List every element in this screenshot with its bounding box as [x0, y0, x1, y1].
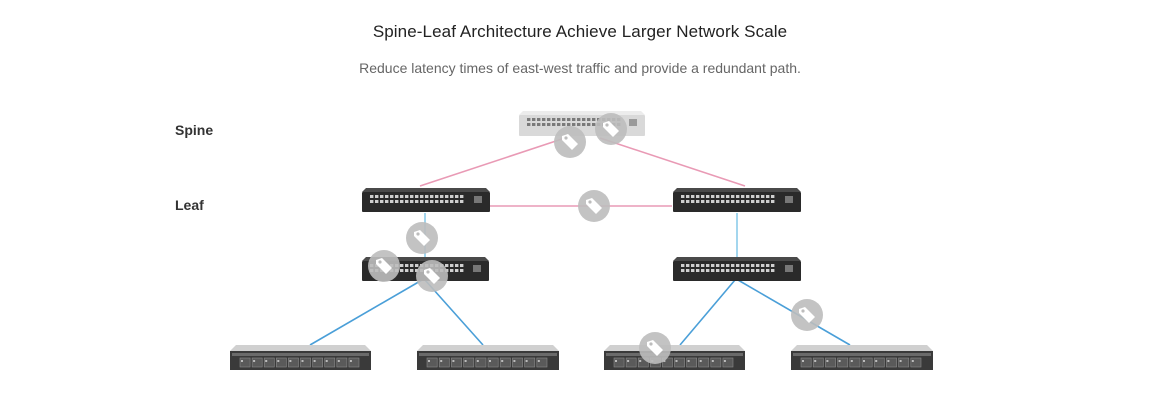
diagram-subtitle: Reduce latency times of east-west traffi…: [359, 60, 801, 76]
access-link-3: [679, 279, 736, 346]
tag-icon-server[interactable]: [639, 332, 671, 364]
devices-layer: [230, 111, 933, 370]
tag-icon-leaf-uplink[interactable]: [406, 222, 438, 254]
tag-icon-access-1[interactable]: [368, 250, 400, 282]
leaf-switch-left: [362, 188, 490, 212]
tag-icon-leaf-peer[interactable]: [578, 190, 610, 222]
tag-icon-access-2[interactable]: [416, 260, 448, 292]
server-4: [791, 345, 933, 370]
server-3: [604, 345, 745, 370]
access-switch-right: [673, 257, 801, 281]
markers-layer: [368, 113, 823, 364]
leaf-tier-label: Leaf: [175, 197, 204, 213]
spine-tier-label: Spine: [175, 122, 214, 138]
spine-link-left: [419, 137, 566, 187]
spine-link-right: [599, 137, 746, 187]
tag-icon-spine-2[interactable]: [595, 113, 627, 145]
server-1: [230, 345, 371, 370]
leaf-switch-right: [673, 188, 801, 212]
diagram-title: Spine-Leaf Architecture Achieve Larger N…: [372, 22, 788, 41]
tag-icon-access-link[interactable]: [791, 299, 823, 331]
server-2: [417, 345, 559, 370]
links-layer: [309, 137, 851, 346]
tag-icon-spine-1[interactable]: [554, 126, 586, 158]
access-link-1: [309, 279, 423, 346]
